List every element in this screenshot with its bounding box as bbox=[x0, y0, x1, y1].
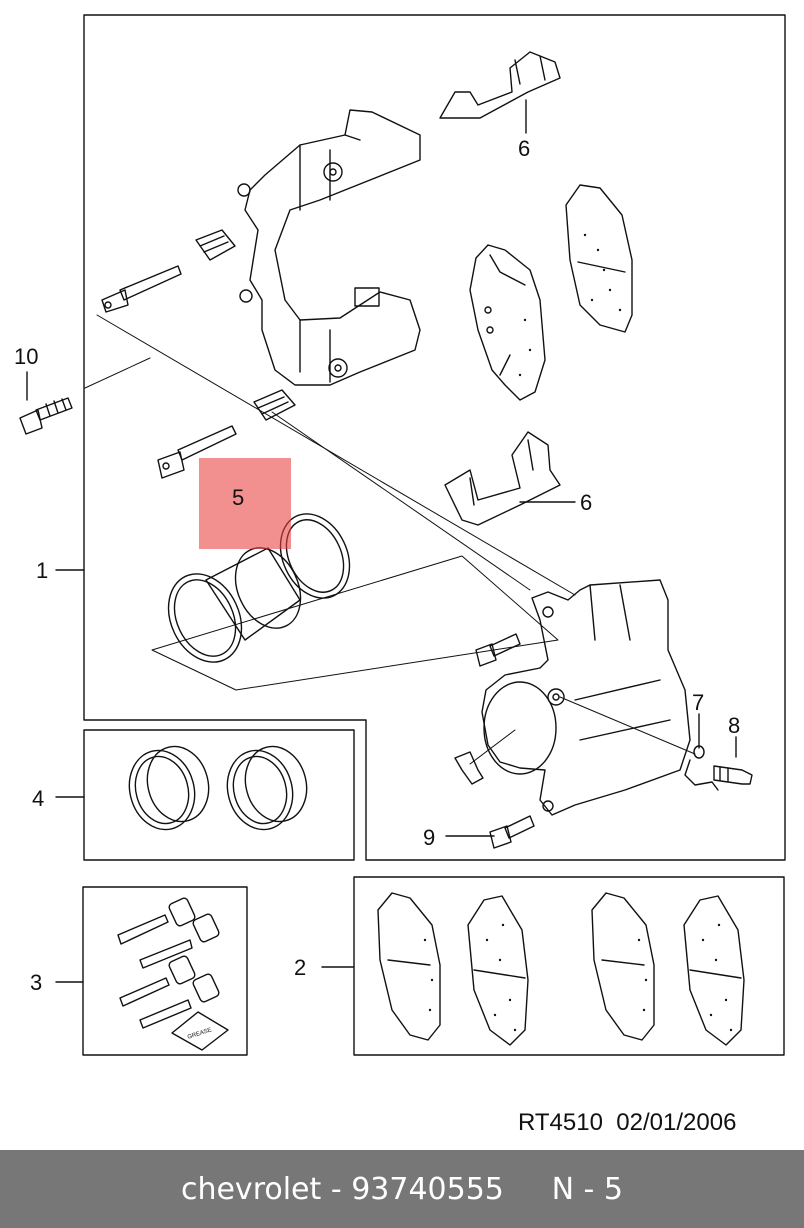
reference-line: RT4510 02/01/2006 bbox=[518, 1109, 736, 1137]
pad-clip-lower bbox=[444, 431, 561, 526]
seal-kit-ring-left bbox=[128, 745, 210, 831]
pad-set-outer-left bbox=[467, 895, 529, 1046]
reference-date: 02/01/2006 bbox=[616, 1109, 737, 1136]
footer-separator: - bbox=[321, 1171, 352, 1207]
callout-10: 10 bbox=[14, 344, 38, 369]
callout-2: 2 bbox=[294, 955, 306, 980]
pad-set-frame bbox=[353, 876, 785, 1056]
bleeder-screw bbox=[713, 765, 753, 785]
footer-bar: chevrolet - 93740555 N - 5 bbox=[0, 1150, 804, 1228]
piston bbox=[167, 547, 302, 663]
bracket-bolt bbox=[19, 397, 73, 435]
boot-upper bbox=[195, 229, 236, 261]
pad-set-inner-right bbox=[591, 892, 655, 1041]
footer-gap bbox=[504, 1172, 552, 1207]
caliper-bracket bbox=[244, 109, 421, 386]
boot-lower bbox=[253, 389, 296, 421]
seal-kit-ring-right bbox=[226, 745, 308, 831]
highlight-callout-layer: 5 bbox=[232, 485, 244, 510]
pin-kit-boots bbox=[168, 897, 220, 1003]
brake-pad-outer bbox=[565, 184, 633, 333]
guide-pin-upper bbox=[101, 265, 182, 313]
guide-pin-lower bbox=[157, 425, 237, 479]
reference-code: RT4510 bbox=[518, 1109, 603, 1136]
pin-kit-pins bbox=[117, 914, 193, 1029]
callout-3: 3 bbox=[30, 970, 42, 995]
caliper-assembly-frame bbox=[83, 14, 786, 861]
callout-4: 4 bbox=[32, 786, 44, 811]
bleeder-washer bbox=[684, 745, 719, 791]
piston-seal-ring bbox=[279, 513, 351, 599]
caliper-bolt-upper bbox=[475, 633, 521, 667]
caliper-housing bbox=[481, 579, 691, 816]
bleeder-cap bbox=[454, 751, 484, 785]
callout-8: 8 bbox=[728, 713, 740, 738]
callout-6-lower: 6 bbox=[580, 490, 592, 515]
callout-5: 5 bbox=[232, 485, 244, 510]
brake-pad-inner bbox=[469, 244, 546, 401]
callout-7: 7 bbox=[692, 690, 704, 715]
highlight-box bbox=[199, 458, 291, 549]
callout-6-upper: 6 bbox=[518, 136, 530, 161]
pad-set-outer-right bbox=[683, 895, 745, 1046]
exploded-parts-diagram: GREASE 1 2 3 4 6 6 7 8 9 10 bbox=[14, 14, 786, 1056]
caliper-bolt-lower bbox=[489, 815, 535, 849]
footer-brand: chevrolet bbox=[180, 1171, 322, 1207]
pin-kit-frame bbox=[82, 886, 248, 1056]
callout-9: 9 bbox=[423, 825, 435, 850]
seal-kit-frame bbox=[83, 729, 355, 861]
footer-part-number: 93740555 bbox=[351, 1171, 504, 1207]
pad-clip-upper bbox=[439, 51, 561, 119]
pad-set-inner-left bbox=[377, 892, 441, 1041]
grease-sachet bbox=[171, 1011, 229, 1051]
callout-1: 1 bbox=[36, 558, 48, 583]
footer-section: N - 5 bbox=[551, 1171, 624, 1207]
